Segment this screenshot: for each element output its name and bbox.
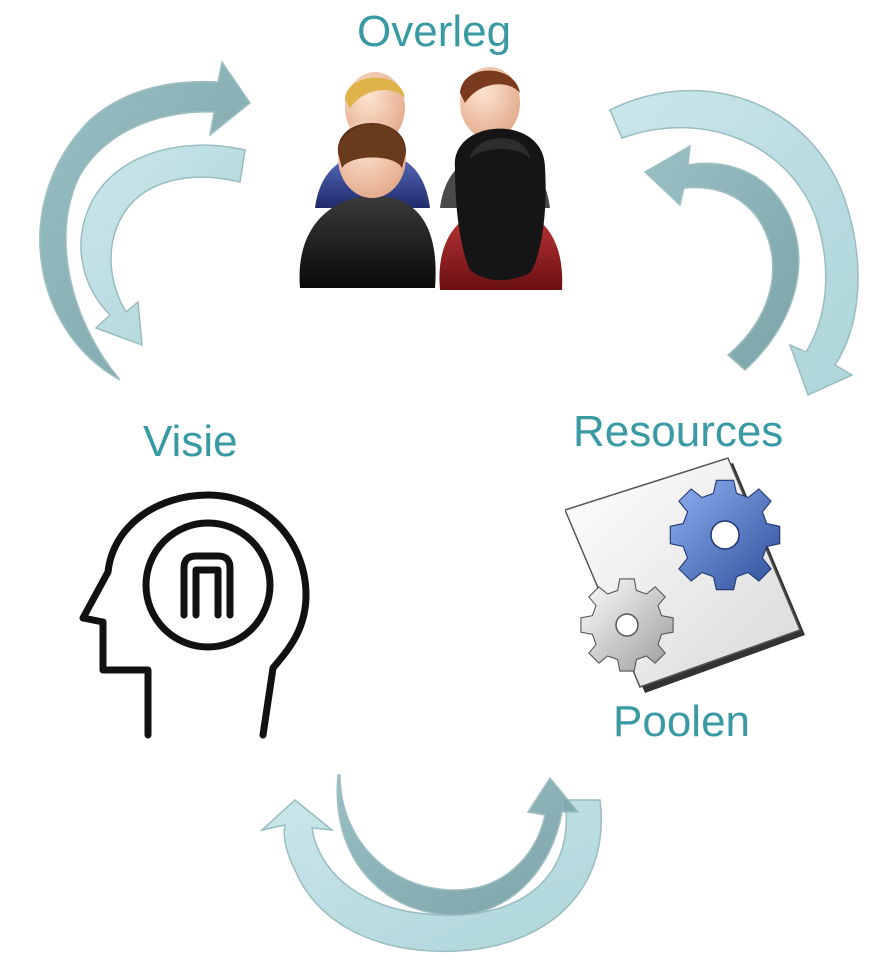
bottom-inner-arrow	[336, 774, 580, 916]
top-left-outer-arrow	[39, 60, 252, 381]
resources-label: Resources	[573, 407, 784, 456]
overleg-label: Overleg	[357, 7, 512, 56]
top-left-inner-arrow	[80, 144, 246, 347]
top-right-outer-arrow	[609, 89, 859, 397]
visie-label: Visie	[143, 417, 238, 466]
gears-document-icon	[565, 457, 805, 693]
people-meeting-icon	[299, 67, 563, 290]
top-right-inner-arrow	[643, 144, 800, 372]
bottom-outer-arrow	[259, 799, 602, 953]
head-vision-icon	[79, 491, 310, 739]
poolen-label: Poolen	[613, 697, 751, 746]
